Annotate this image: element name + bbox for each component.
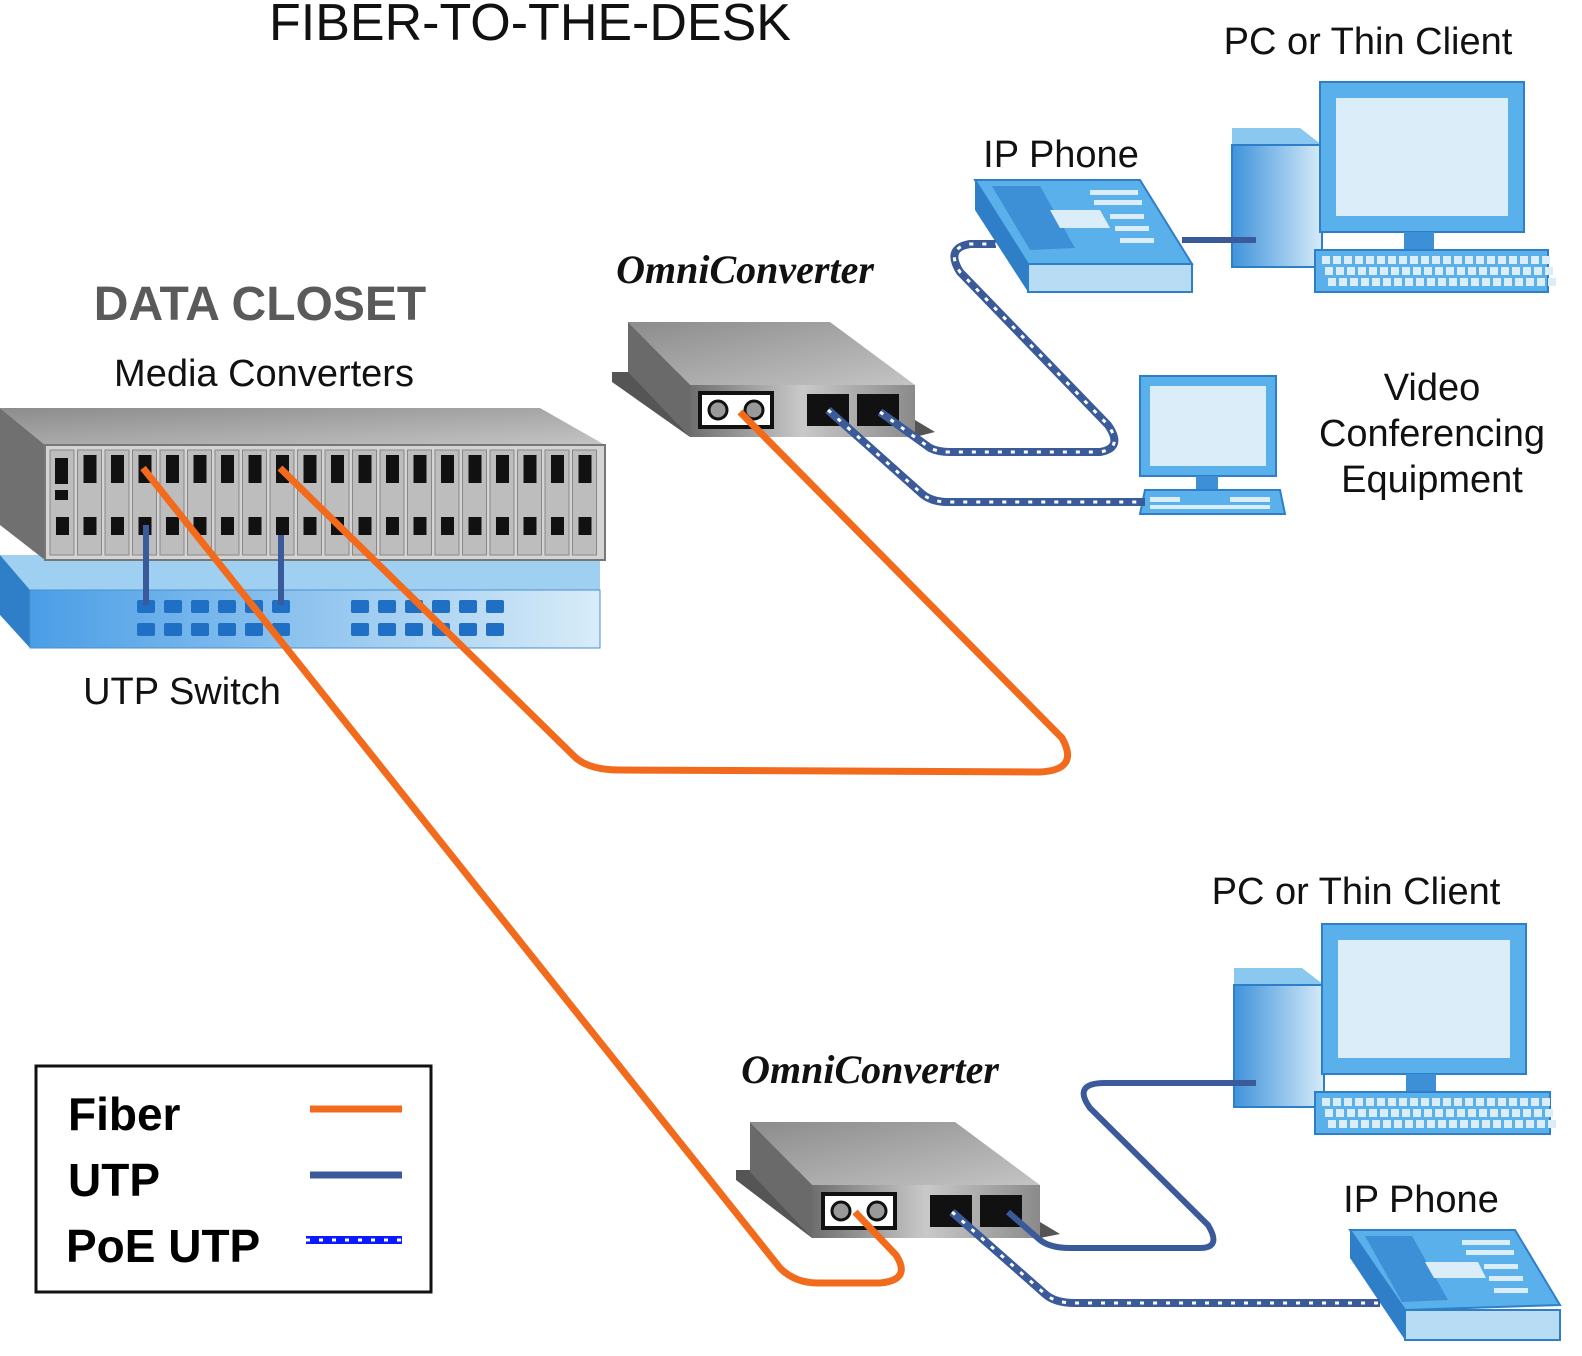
switch-port: [378, 600, 396, 613]
pc-top-label: PC or Thin Client: [1224, 21, 1513, 63]
switch-port: [459, 623, 477, 636]
converter-card: [104, 449, 130, 556]
converter-card: [407, 449, 432, 556]
ip-phone-top-label: IP Phone: [983, 134, 1139, 176]
omniconverter-top: [612, 322, 935, 437]
utp-switch: [0, 555, 601, 649]
keyboard-keys: [1322, 256, 1556, 286]
ip-phone-bottom-icon: [1348, 1229, 1562, 1341]
switch-port: [378, 623, 396, 636]
converter-card: [462, 449, 487, 556]
omniconverter-bottom-label: OmniConverter: [741, 1047, 999, 1092]
poe-cable-top-video: [825, 407, 1145, 506]
ip-phone-bottom-label: IP Phone: [1343, 1179, 1499, 1221]
converter-card: [489, 449, 515, 556]
converter-card: [214, 449, 240, 556]
data-closet-heading: DATA CLOSET: [94, 278, 426, 331]
media-converters-label: Media Converters: [114, 353, 414, 395]
media-converter-chassis: [0, 408, 606, 561]
pc-bottom-label: PC or Thin Client: [1212, 871, 1501, 913]
converter-card-group: [49, 449, 597, 556]
rj45-port: [930, 1195, 1022, 1227]
diagram-title: FIBER-TO-THE-DESK: [269, 0, 791, 52]
switch-port: [164, 600, 182, 613]
switch-port: [486, 623, 504, 636]
legend-fiber-label: Fiber: [68, 1088, 181, 1140]
fiber-port: [821, 1192, 897, 1230]
converter-card: [572, 449, 597, 556]
legend: Fiber UTP PoE UTP: [34, 1064, 433, 1294]
legend-poe-utp-label: PoE UTP: [66, 1220, 260, 1272]
keyboard-keys: [1322, 1098, 1556, 1128]
switch-port: [272, 600, 290, 613]
omniconverter-bottom: [736, 1122, 1060, 1238]
switch-port-group: [137, 600, 504, 636]
pc-top-icon: [1231, 81, 1556, 293]
switch-port: [459, 600, 477, 613]
ip-phone-top-icon: [973, 179, 1194, 293]
legend-utp-label: UTP: [68, 1154, 160, 1206]
converter-card: [379, 449, 405, 556]
converter-card: [517, 449, 542, 556]
switch-port: [432, 600, 450, 613]
fiber-port: [698, 391, 774, 429]
poe-cable-bottom-phone: [949, 1208, 1380, 1307]
switch-port: [137, 600, 155, 613]
switch-port: [351, 623, 369, 636]
video-conferencing-label: Video Conferencing Equipment: [1319, 367, 1545, 501]
converter-card: [49, 449, 75, 556]
switch-port: [486, 600, 504, 613]
fiber-cable-top: [277, 409, 1072, 776]
cable-layer: [140, 237, 1380, 1307]
converter-card: [297, 449, 322, 556]
converter-card: [242, 449, 267, 556]
switch-port: [245, 623, 263, 636]
video-conferencing-icon: [1138, 375, 1287, 515]
omniconverter-top-label: OmniConverter: [616, 247, 874, 292]
switch-port: [137, 623, 155, 636]
switch-port: [218, 600, 236, 613]
converter-card: [434, 449, 460, 556]
fiber-cable-bottom: [140, 465, 905, 1287]
video-label-line: Equipment: [1341, 459, 1523, 501]
converter-card: [352, 449, 377, 556]
video-label-line: Conferencing: [1319, 413, 1545, 455]
switch-port: [405, 623, 423, 636]
poe-cable-top-phone: [877, 240, 1119, 456]
utp-switch-label: UTP Switch: [83, 671, 281, 713]
converter-card: [77, 449, 102, 556]
utp-cable-bottom-pc: [1006, 1080, 1256, 1251]
switch-port: [218, 623, 236, 636]
rj45-port: [807, 394, 899, 426]
switch-port: [164, 623, 182, 636]
switch-port: [351, 600, 369, 613]
pc-bottom-icon: [1233, 923, 1556, 1135]
switch-port: [191, 600, 209, 613]
converter-card: [324, 449, 350, 556]
switch-port: [191, 623, 209, 636]
video-label-line: Video: [1384, 367, 1481, 409]
converter-card: [544, 449, 570, 556]
